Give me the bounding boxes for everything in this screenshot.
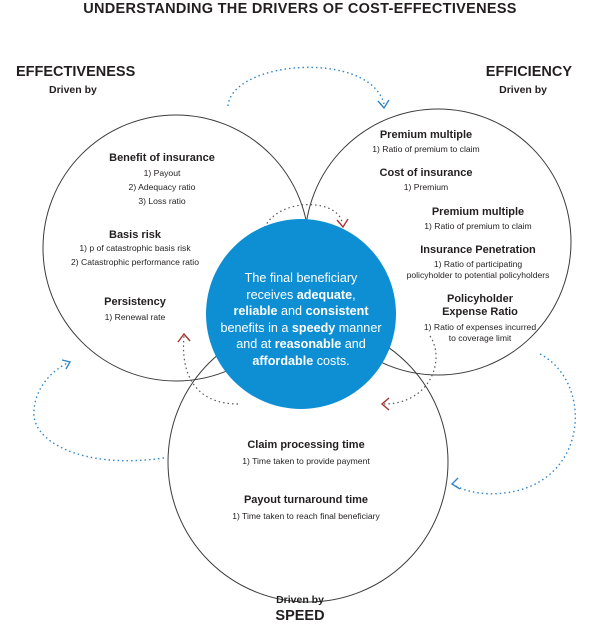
top-cycle-arrow [227, 66, 385, 107]
driver-heading: Persistency [104, 296, 166, 308]
driver-item: 1) Payout [143, 168, 181, 178]
center-statement-line: reliable and consistent [233, 304, 369, 318]
driver-heading: Premium multiple [379, 129, 473, 141]
driver-heading: Policyholder [446, 293, 514, 305]
inner-top-arrow [261, 204, 343, 237]
inner-top-arrowhead [336, 218, 349, 229]
driver-heading: Basis risk [109, 229, 161, 241]
driver-item: 1) Time taken to provide payment [242, 456, 370, 466]
right-cycle-arrow [451, 353, 576, 495]
driver-item: 1) Ratio of participating [433, 259, 523, 269]
center-statement-line: benefits in a speedy manner [220, 320, 382, 335]
center-statement-line: and at reasonable and [236, 337, 366, 351]
driver-item: to coverage limit [448, 333, 512, 343]
driver-heading: Insurance Penetration [420, 244, 536, 256]
center-emphasis: speedy [291, 320, 336, 335]
efficiency-title: EFFICIENCY [485, 64, 572, 80]
center-statement-line: affordable costs. [252, 353, 350, 368]
speed-driven-by: Driven by [276, 594, 324, 606]
left-cycle-arrow [33, 361, 165, 462]
effectiveness-driven-by: Driven by [49, 84, 97, 96]
center-emphasis: consistent [305, 304, 369, 318]
center-emphasis: adequate [296, 287, 353, 302]
driver-heading: Premium multiple [431, 206, 525, 218]
driver-heading: Payout turnaround time [243, 494, 369, 506]
driver-item: 2) Adequacy ratio [128, 182, 196, 192]
driver-heading: Claim processing time [247, 439, 365, 451]
driver-item: 1) Ratio of premium to claim [372, 144, 480, 154]
driver-item: 1) p of catastrophic basis risk [79, 243, 191, 253]
center-emphasis: reliable [233, 304, 278, 318]
inner-left-arrowhead [177, 332, 191, 343]
inner-right-arrowhead [380, 397, 390, 411]
driver-item: policyholder to potential policyholders [406, 270, 550, 280]
driver-item: 3) Loss ratio [138, 196, 186, 206]
center-emphasis: affordable [252, 353, 314, 368]
driver-item: 2) Catastrophic performance ratio [70, 257, 199, 267]
speed-title: SPEED [275, 608, 325, 624]
diagram-title: UNDERSTANDING THE DRIVERS OF COST-EFFECT… [83, 1, 517, 17]
right-cycle-arrowhead [450, 477, 461, 490]
driver-heading: Expense Ratio [442, 306, 518, 318]
center-statement-line: receives adequate, [246, 287, 356, 302]
center-circle [206, 219, 396, 409]
driver-heading: Cost of insurance [379, 167, 473, 179]
effectiveness-title: EFFECTIVENESS [16, 64, 136, 80]
efficiency-driven-by: Driven by [499, 84, 547, 96]
top-cycle-arrowhead [377, 99, 390, 110]
inner-right-arrow [383, 335, 437, 405]
driver-heading: Benefit of insurance [109, 152, 215, 164]
driver-item: 1) Premium [403, 182, 449, 192]
driver-item: 1) Time taken to reach final beneficiary [232, 511, 380, 521]
center-statement: The final beneficiary receives adequate, r… [207, 270, 395, 369]
driver-item: 1) Ratio of premium to claim [424, 221, 532, 231]
left-cycle-arrowhead [61, 359, 72, 370]
center-emphasis: reasonable [274, 337, 342, 351]
center-statement-line: The final beneficiary [244, 271, 358, 285]
driver-item: 1) Ratio of expenses incurred [423, 322, 537, 332]
driver-item: 1) Renewal rate [104, 312, 166, 322]
